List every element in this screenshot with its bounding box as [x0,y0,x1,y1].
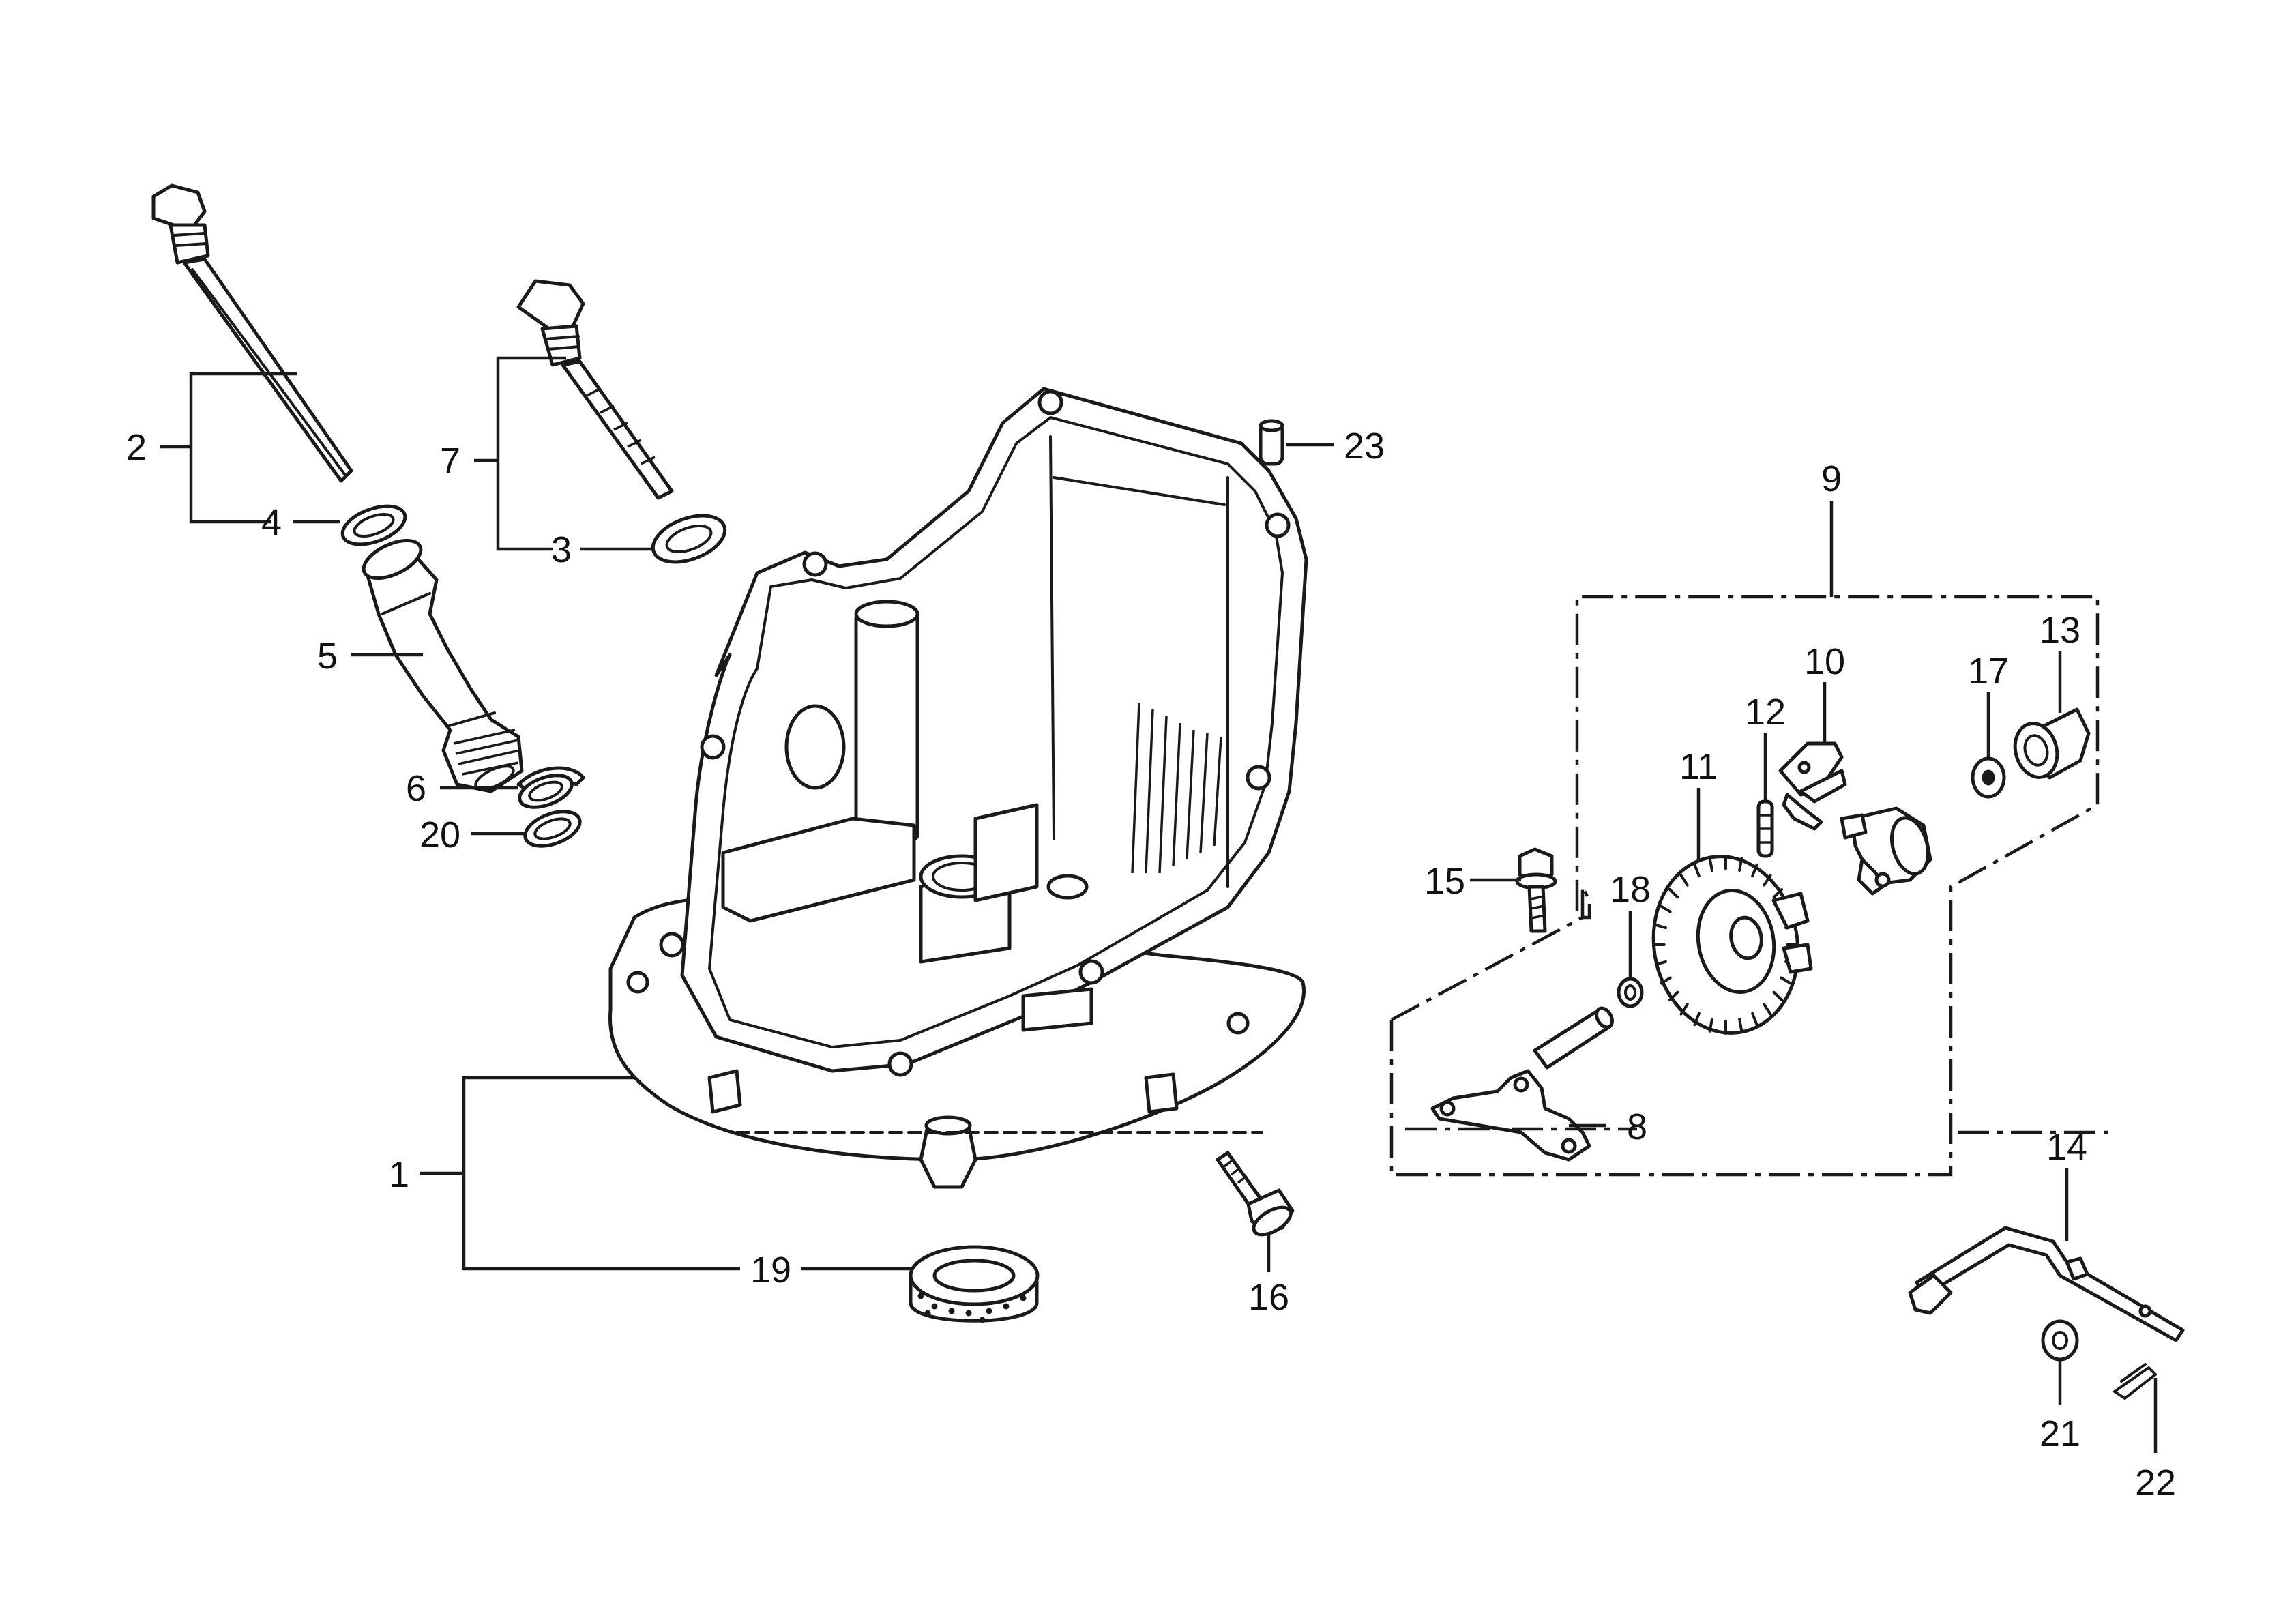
governor-arm-14 [1908,1226,2185,1342]
gear-tooth [1780,976,1792,985]
gear-tooth [1738,1017,1743,1033]
gear-tooth [1654,924,1667,930]
gear-tooth [1751,863,1758,878]
callout-4: 4 [261,502,282,543]
dipstick-long [151,183,353,483]
crankcase-cover [608,387,1308,1189]
bolt-16 [1216,1151,1295,1237]
sleeve-13 [2013,707,2091,780]
gear-tooth [1763,874,1772,887]
leader-lines [160,356,2158,1453]
callout-7: 7 [440,441,460,482]
gear-tooth [1772,990,1784,1002]
callout-13: 13 [2040,610,2080,651]
callout-2: 2 [126,427,147,468]
callout-12: 12 [1745,692,1786,733]
o-ring-4 [340,504,407,546]
oil-filler-tube [362,538,524,793]
gear-tooth [1679,1003,1689,1016]
callout-10: 10 [1804,641,1845,682]
gear-tooth [1693,1012,1701,1027]
gear-tooth [1660,905,1672,913]
gear-tooth [1693,863,1701,878]
callout-16: 16 [1248,1277,1289,1318]
o-ring-3 [651,514,727,564]
bolt-15 [1515,847,1557,933]
callout-23: 23 [1344,426,1385,467]
gear-tooth [1660,976,1672,985]
clip-6 [516,766,585,809]
governor-weight-10 [1778,741,1847,831]
callout-11: 11 [1679,746,1718,787]
o-ring-20 [523,810,582,848]
callout-21: 21 [2040,1413,2080,1454]
gear-tooth [1772,887,1784,899]
washer-18 [1617,977,1644,1008]
gear-tooth [1763,1003,1772,1016]
dipstick-short [516,279,674,500]
washer-21 [2041,1319,2079,1362]
callout-9: 9 [1821,458,1842,499]
gear-tooth [1708,1017,1713,1033]
gear-tooth [1751,1012,1758,1027]
callout-17: 17 [1968,651,2009,692]
oil-seal-19 [909,1245,1040,1323]
gear-tooth [1654,960,1667,966]
assembly-9-boundary [1389,595,2100,1177]
callout-5: 5 [317,636,338,677]
callout-14: 14 [2046,1127,2087,1168]
gear-tooth [1668,990,1679,1002]
governor-gear-11 [1651,855,1813,1035]
dowel-pin-23 [1259,419,1284,466]
governor-holder-8 [1430,1006,1614,1162]
callout-18: 18 [1610,869,1651,910]
callout-labels: 2 7 4 3 5 6 20 23 1 19 16 9 10 17 13 12 … [126,426,2176,1503]
washer-17 [1971,756,2006,799]
callout-19: 19 [750,1250,791,1291]
callout-3: 3 [551,529,572,570]
callout-8: 8 [1627,1106,1647,1147]
pin-12 [1756,799,1774,858]
gear-tooth [1708,857,1713,872]
callout-22: 22 [2135,1462,2176,1503]
callout-20: 20 [420,814,460,855]
gear-tooth [1738,857,1743,872]
callout-15: 15 [1424,861,1465,902]
gear-tooth [1668,887,1679,899]
gear-tooth [1679,874,1689,887]
callout-6: 6 [406,768,426,809]
callout-1: 1 [389,1154,409,1195]
clip-22 [2113,1363,2157,1400]
governor-cup-holder [1840,806,1932,896]
